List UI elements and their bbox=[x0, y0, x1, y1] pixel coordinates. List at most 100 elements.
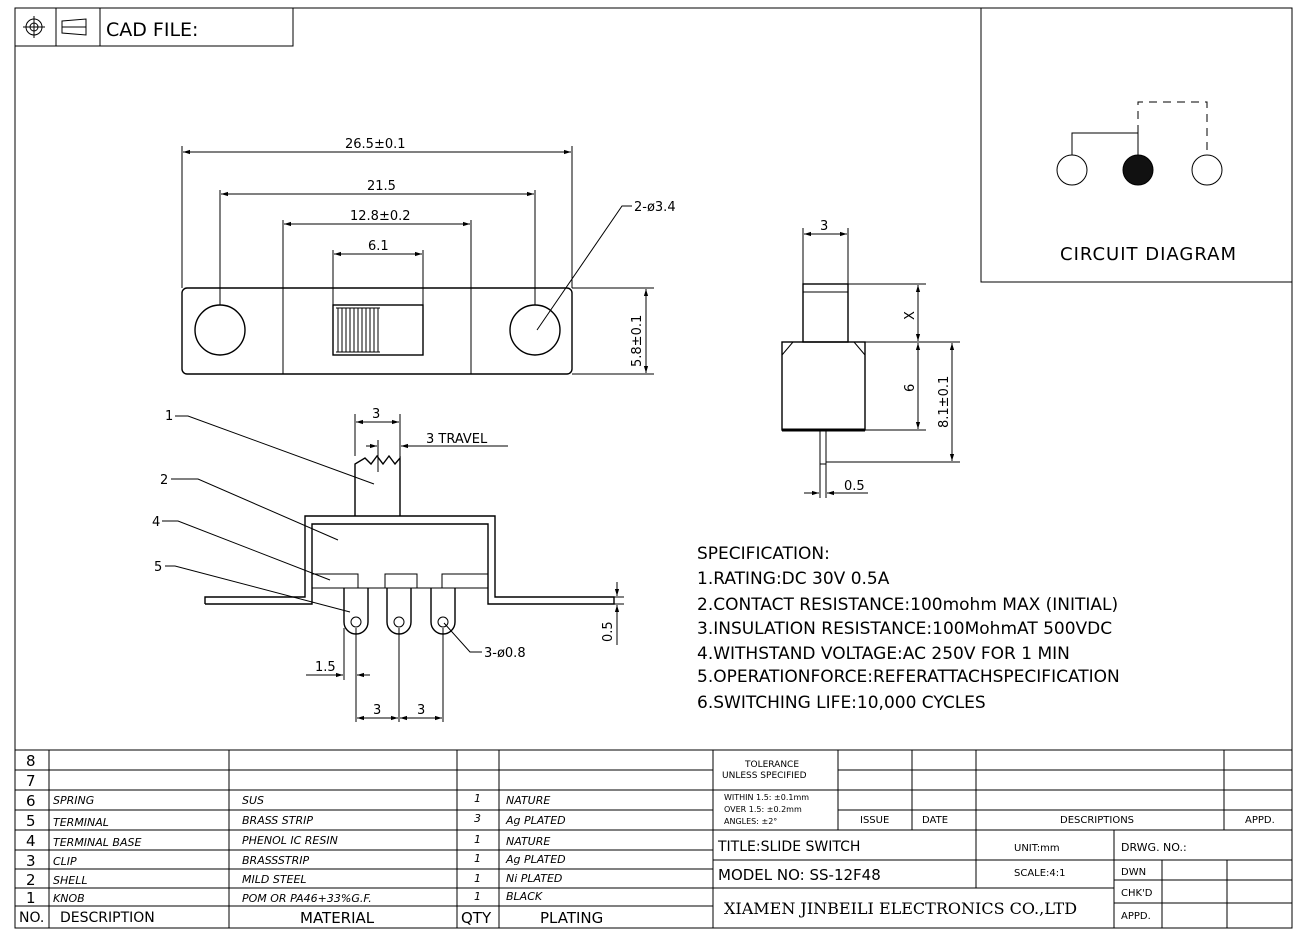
front-view: 3 3 TRAVEL 1 2 4 5 3-ø0.8 1.5 3 3 bbox=[152, 407, 624, 722]
front-dim-thickness: 0.5 bbox=[601, 621, 616, 642]
front-view-shell bbox=[204, 515, 615, 605]
bom-row: 8 bbox=[26, 752, 36, 770]
drawing-title: TITLE:SLIDE SWITCH bbox=[717, 839, 860, 855]
bom-plating: Ag PLATED bbox=[505, 814, 566, 827]
cad-header: CAD FILE: bbox=[14, 7, 294, 47]
knob-ribs bbox=[336, 307, 380, 353]
bom-description: SPRING bbox=[53, 794, 94, 807]
bom-material: BRASS STRIP bbox=[242, 814, 313, 827]
top-view-knob bbox=[332, 304, 424, 356]
side-view-knob bbox=[802, 283, 849, 343]
bom-description: SHELL bbox=[53, 874, 87, 887]
tolerance-title-1: TOLERANCE bbox=[744, 760, 799, 770]
specification: SPECIFICATION: 1.RATING:DC 30V 0.5A 2.CO… bbox=[697, 544, 1120, 713]
side-dim-pin: 0.5 bbox=[844, 479, 865, 494]
bom-row: 4 TERMINAL BASE PHENOL IC RESIN 1 NATURE bbox=[26, 832, 550, 850]
callout-2: 2 bbox=[160, 473, 168, 488]
spec-line-6: 6.SWITCHING LIFE:10,000 CYCLES bbox=[697, 693, 986, 713]
dim-hole-spacing: 21.5 bbox=[367, 179, 396, 194]
front-view-terminals bbox=[343, 588, 456, 635]
cad-file-label: CAD FILE: bbox=[106, 19, 198, 41]
travel-label: 3 TRAVEL bbox=[426, 432, 488, 447]
bom-description: TERMINAL BASE bbox=[53, 836, 141, 849]
side-dim-6: 6 bbox=[903, 384, 918, 392]
unit-label: UNIT:mm bbox=[1014, 843, 1060, 854]
bom-plating: Ag PLATED bbox=[505, 853, 566, 866]
tolerance-title-2: UNLESS SPECIFIED bbox=[722, 771, 807, 781]
bom-qty: 3 bbox=[474, 812, 481, 825]
bom-row: 2 SHELL MILD STEEL 1 Ni PLATED bbox=[26, 871, 562, 889]
callout-1: 1 bbox=[165, 409, 173, 424]
spec-line-2: 2.CONTACT RESISTANCE:100mohm MAX (INITIA… bbox=[697, 595, 1118, 615]
circuit-diagram: CIRCUIT DIAGRAM bbox=[980, 8, 1292, 283]
spec-line-3: 3.INSULATION RESISTANCE:100MohmAT 500VDC bbox=[697, 619, 1112, 639]
bom-no: 1 bbox=[26, 889, 36, 907]
bom-no: 7 bbox=[26, 772, 36, 790]
side-view: 3 X 6 8.1±0.1 0.5 bbox=[781, 219, 960, 498]
bom-description: TERMINAL bbox=[53, 816, 109, 829]
side-view-housing bbox=[781, 341, 866, 431]
bom-no: 2 bbox=[26, 871, 36, 889]
top-view: 26.5±0.1 21.5 12.8±0.2 6.1 5.8±0.1 2-ø3.… bbox=[181, 137, 676, 375]
bom-header-plating: PLATING bbox=[540, 909, 603, 927]
bom-row: 5 TERMINAL BRASS STRIP 3 Ag PLATED bbox=[26, 812, 566, 830]
dim-slot-width: 12.8±0.2 bbox=[350, 209, 411, 224]
bom-plating: BLACK bbox=[506, 890, 543, 903]
spec-line-1: 1.RATING:DC 30V 0.5A bbox=[697, 569, 890, 589]
terminal-common bbox=[1122, 154, 1154, 186]
model-number: MODEL NO: SS-12F48 bbox=[718, 866, 881, 884]
side-view-pin bbox=[819, 429, 827, 465]
bom-header-no: NO. bbox=[19, 910, 44, 926]
circuit-title: CIRCUIT DIAGRAM bbox=[1060, 244, 1237, 265]
drawn-by-label: DWN bbox=[1121, 867, 1146, 878]
dim-overall-width: 26.5±0.1 bbox=[345, 137, 406, 152]
bom-row: 7 bbox=[26, 772, 36, 790]
side-dim-x: X bbox=[903, 311, 918, 320]
bom-header-description: DESCRIPTION bbox=[60, 910, 155, 926]
pin-callout: 3-ø0.8 bbox=[484, 646, 526, 661]
mount-hole-right bbox=[509, 304, 561, 356]
bom-description: CLIP bbox=[53, 855, 77, 868]
approved-by-label: APPD. bbox=[1121, 911, 1151, 922]
appd-label: APPD. bbox=[1245, 815, 1275, 826]
front-dim-pitch-1: 3 bbox=[373, 703, 381, 718]
bom-qty: 1 bbox=[474, 872, 481, 885]
title-block: TOLERANCE UNLESS SPECIFIED WITHIN 1.5: ±… bbox=[713, 750, 1292, 928]
bom-row: 1 KNOB POM OR PA46+33%G.F. 1 BLACK bbox=[26, 889, 543, 907]
company-name: XIAMEN JINBEILI ELECTRONICS CO.,LTD bbox=[724, 899, 1077, 918]
callout-4: 4 bbox=[152, 515, 160, 530]
mount-hole-left bbox=[194, 304, 246, 356]
bom-table: 8 7 6 SPRING SUS 1 NATURE 5 TERMINAL BRA… bbox=[15, 749, 1292, 928]
front-dim-knob-width: 3 bbox=[372, 407, 380, 422]
date-label: DATE bbox=[922, 815, 948, 826]
spec-line-4: 4.WITHSTAND VOLTAGE:AC 250V FOR 1 MIN bbox=[697, 644, 1070, 664]
issue-label: ISSUE bbox=[860, 815, 889, 826]
tolerance-line-2: OVER 1.5: ±0.2mm bbox=[724, 805, 802, 814]
bom-header-material: MATERIAL bbox=[300, 909, 375, 927]
bom-row: 6 SPRING SUS 1 NATURE bbox=[26, 792, 550, 810]
bom-material: BRASSSTRIP bbox=[242, 854, 309, 867]
scale-label: SCALE:4:1 bbox=[1014, 868, 1066, 879]
sheet-border bbox=[14, 7, 1293, 929]
bom-plating: Ni PLATED bbox=[506, 872, 562, 885]
bom-plating: NATURE bbox=[506, 835, 550, 848]
checked-by-label: CHK'D bbox=[1121, 888, 1153, 899]
callout-5: 5 bbox=[154, 560, 162, 575]
tolerance-line-1: WITHIN 1.5: ±0.1mm bbox=[724, 793, 809, 802]
side-dim-knob-width: 3 bbox=[820, 219, 828, 234]
descriptions-label: DESCRIPTIONS bbox=[1060, 815, 1134, 826]
spec-title: SPECIFICATION: bbox=[697, 544, 830, 564]
spec-line-5: 5.OPERATIONFORCE:REFERATTACHSPECIFICATIO… bbox=[697, 667, 1120, 687]
bom-material: PHENOL IC RESIN bbox=[242, 834, 338, 847]
bom-qty: 1 bbox=[474, 833, 481, 846]
terminal-right bbox=[1191, 154, 1223, 186]
bom-header-qty: QTY bbox=[461, 909, 492, 927]
bom-qty: 1 bbox=[474, 890, 481, 903]
bom-no: 3 bbox=[26, 852, 36, 870]
bom-no: 6 bbox=[26, 792, 36, 810]
bom-material: POM OR PA46+33%G.F. bbox=[242, 892, 372, 905]
bom-material: MILD STEEL bbox=[242, 873, 307, 886]
dim-body-height: 5.8±0.1 bbox=[630, 315, 645, 367]
tolerance-line-3: ANGLES: ±2° bbox=[724, 817, 777, 826]
bom-plating: NATURE bbox=[506, 794, 550, 807]
